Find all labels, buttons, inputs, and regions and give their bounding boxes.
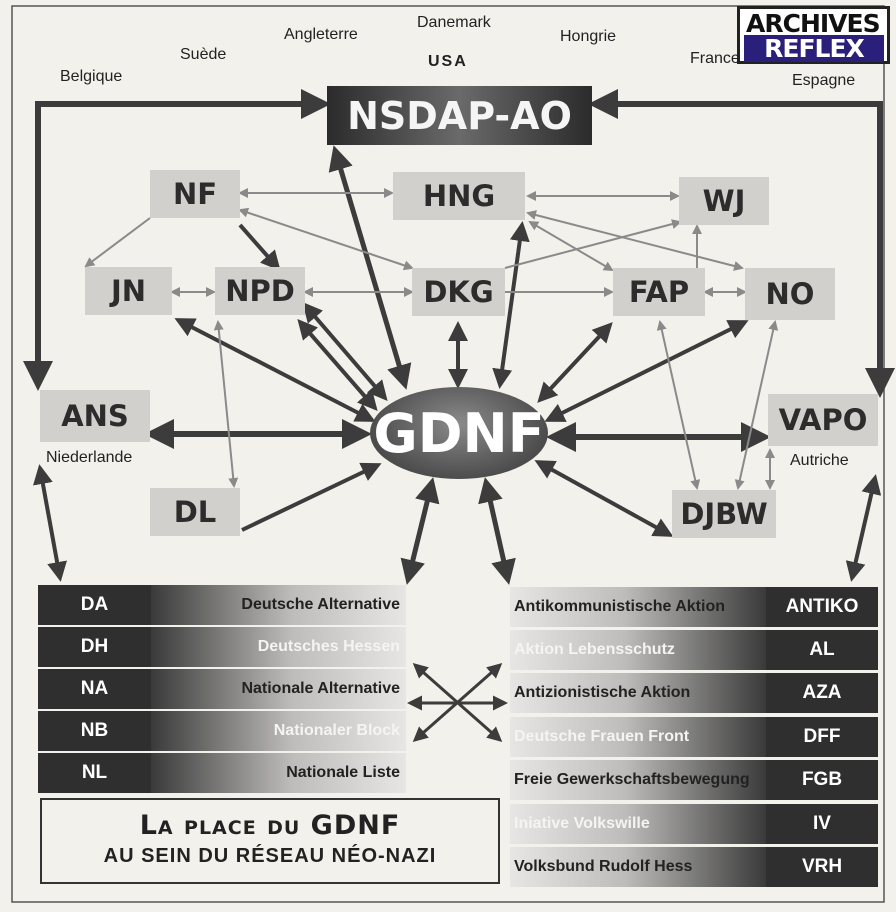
group-abbr: AZA	[766, 673, 878, 713]
table-row: DA Deutsche Alternative	[38, 585, 406, 625]
group-abbr: FGB	[766, 760, 878, 800]
group-abbr: DH	[38, 627, 151, 667]
group-abbr: NB	[38, 711, 151, 751]
node-djbw: DJBW	[672, 490, 776, 538]
node-fap: FAP	[613, 268, 705, 316]
node-vapo: VAPO	[768, 394, 878, 446]
table-row: NL Nationale Liste	[38, 753, 406, 793]
table-row: NA Nationale Alternative	[38, 669, 406, 709]
group-abbr: NA	[38, 669, 151, 709]
group-name: Deutsche Frauen Front	[510, 717, 766, 757]
group-name: Nationale Liste	[151, 753, 406, 793]
title-line-2: au sein du réseau néo-nazi	[103, 845, 437, 867]
country-label-suede: Suède	[180, 46, 227, 63]
country-label-danemark: Danemark	[417, 14, 491, 31]
node-dkg: DKG	[412, 268, 505, 316]
table-row: Volksbund Rudolf Hess VRH	[510, 847, 878, 887]
logo-line-2: REFLEX	[744, 35, 884, 62]
table-row: Antikommunistische Aktion ANTIKO	[510, 587, 878, 627]
vapo-country-label: Autriche	[790, 452, 849, 469]
group-abbr: DA	[38, 585, 151, 625]
group-name: Aktion Lebensschutz	[510, 630, 766, 670]
group-abbr: AL	[766, 630, 878, 670]
group-name: Nationale Alternative	[151, 669, 406, 709]
node-ans: ANS	[40, 390, 150, 442]
arrow-nsdap-vapo	[588, 89, 895, 398]
group-abbr: ANTIKO	[766, 587, 878, 627]
group-name: Freie Gewerkschaftsbewegung	[510, 760, 766, 800]
title-line-1: La place du GDNF	[139, 810, 401, 841]
group-name: Nationaler Block	[151, 711, 406, 751]
node-jn: JN	[85, 267, 172, 315]
node-nsdap-ao: NSDAP-AO	[327, 86, 592, 145]
group-abbr: NL	[38, 753, 151, 793]
node-nf: NF	[150, 170, 240, 218]
group-name: Deutsches Hessen	[151, 627, 406, 667]
logo-line-1: ARCHIVES	[746, 9, 881, 38]
country-label-france: France	[690, 50, 740, 67]
group-abbr: IV	[766, 804, 878, 844]
node-dl: DL	[150, 488, 240, 536]
diagram-title-box: La place du GDNF au sein du réseau néo-n…	[40, 798, 500, 884]
country-label-angleterre: Angleterre	[284, 26, 358, 43]
table-row: Iniative Volkswille IV	[510, 804, 878, 844]
archives-reflex-logo: ARCHIVES REFLEX	[737, 6, 890, 64]
table-row: Deutsche Frauen Front DFF	[510, 717, 878, 757]
node-wj: WJ	[679, 177, 769, 225]
table-row: Antizionistische Aktion AZA	[510, 673, 878, 713]
group-name: Antikommunistische Aktion	[510, 587, 766, 627]
country-label-belgique: Belgique	[60, 68, 123, 85]
group-abbr: VRH	[766, 847, 878, 887]
node-gdnf: GDNF	[370, 387, 548, 479]
country-label-espagne: Espagne	[792, 72, 856, 89]
group-name: Deutsche Alternative	[151, 585, 406, 625]
node-npd: NPD	[215, 267, 305, 315]
table-row: Aktion Lebensschutz AL	[510, 630, 878, 670]
ans-country-label: Niederlande	[46, 449, 133, 466]
table-row: NB Nationaler Block	[38, 711, 406, 751]
group-name: Antizionistische Aktion	[510, 673, 766, 713]
arrow-nsdap-ans	[23, 89, 331, 391]
group-abbr: DFF	[766, 717, 878, 757]
node-no: NO	[745, 268, 835, 320]
node-hng: HNG	[393, 172, 525, 220]
group-name: Volksbund Rudolf Hess	[510, 847, 766, 887]
table-row: DH Deutsches Hessen	[38, 627, 406, 667]
country-label-usa: USA	[428, 53, 468, 70]
country-label-hongrie: Hongrie	[560, 28, 617, 45]
table-row: Freie Gewerkschaftsbewegung FGB	[510, 760, 878, 800]
group-name: Iniative Volkswille	[510, 804, 766, 844]
